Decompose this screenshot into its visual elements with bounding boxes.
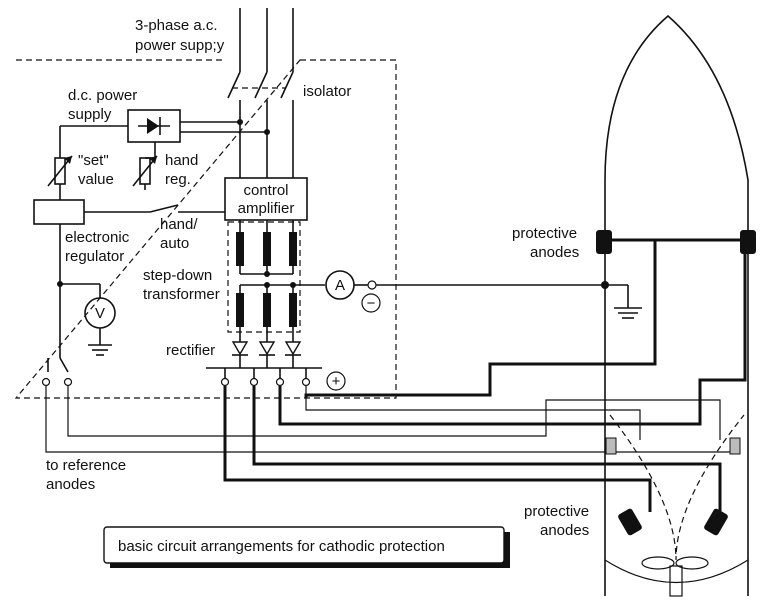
hand-auto-label-line1: hand/ bbox=[160, 216, 198, 233]
supply-label-line1: 3-phase a.c. bbox=[135, 17, 218, 34]
control-amplifier-label-line1: control bbox=[243, 182, 288, 199]
hand-reg-potentiometer bbox=[132, 155, 158, 190]
hull-earth bbox=[601, 281, 642, 319]
control-amplifier-box bbox=[224, 177, 308, 221]
protective-anodes-bottom-label-line2: anodes bbox=[540, 522, 589, 539]
minus-symbol: − bbox=[367, 295, 376, 312]
rectifier bbox=[206, 341, 346, 391]
hand-reg-label-line1: hand bbox=[165, 152, 198, 169]
hand-auto-switch bbox=[84, 204, 225, 213]
supply-label-line2: power supp;y bbox=[135, 37, 225, 54]
reference-anodes-label-line2: anodes bbox=[46, 476, 95, 493]
propeller-arc bbox=[609, 414, 745, 561]
dc-supply-label-line1: d.c. power bbox=[68, 87, 137, 104]
electronic-regulator-label-line2: regulator bbox=[65, 248, 124, 265]
protective-anodes-top-label-line1: protective bbox=[512, 225, 577, 242]
rectifier-label: rectifier bbox=[166, 342, 215, 359]
anode-leads bbox=[223, 238, 747, 512]
hand-reg-label-line2: reg. bbox=[165, 171, 191, 188]
plus-symbol: + bbox=[332, 373, 341, 390]
electronic-regulator-box bbox=[33, 199, 85, 225]
hand-auto-label-line2: auto bbox=[160, 235, 189, 252]
dc-power-supply bbox=[59, 109, 270, 158]
hull-waterline bbox=[604, 559, 749, 583]
step-down-label-line1: step-down bbox=[143, 267, 212, 284]
set-value-potentiometer bbox=[47, 155, 73, 200]
ammeter-symbol: A bbox=[335, 277, 345, 294]
voltmeter-symbol: V bbox=[95, 305, 105, 322]
isolator-switch bbox=[227, 71, 294, 178]
isolator-label: isolator bbox=[303, 83, 351, 100]
step-down-label-line2: transformer bbox=[143, 286, 220, 303]
propeller-icon bbox=[641, 556, 709, 597]
control-amplifier-label-line2: amplifier bbox=[238, 200, 295, 217]
voltmeter-circuit bbox=[41, 224, 116, 387]
electronic-regulator-label-line1: electronic bbox=[65, 229, 130, 246]
ammeter-circuit bbox=[293, 270, 605, 313]
set-value-label-line1: "set" bbox=[78, 152, 109, 169]
three-phase-lines bbox=[239, 8, 294, 72]
equipment-enclosure bbox=[14, 59, 397, 399]
reference-anode-blocks bbox=[605, 437, 741, 455]
caption-box bbox=[103, 526, 510, 568]
set-value-label-line2: value bbox=[78, 171, 114, 188]
protective-anodes-top-label-line2: anodes bbox=[530, 244, 579, 261]
caption-text: basic circuit arrangements for cathodic … bbox=[118, 538, 445, 555]
protective-anodes-bottom-label-line1: protective bbox=[524, 503, 589, 520]
anode-blocks bbox=[596, 230, 756, 536]
reference-anodes-label-line1: to reference bbox=[46, 457, 126, 474]
step-down-transformer bbox=[227, 220, 301, 342]
dc-supply-label-line2: supply bbox=[68, 106, 112, 123]
ship-hull bbox=[604, 14, 749, 596]
